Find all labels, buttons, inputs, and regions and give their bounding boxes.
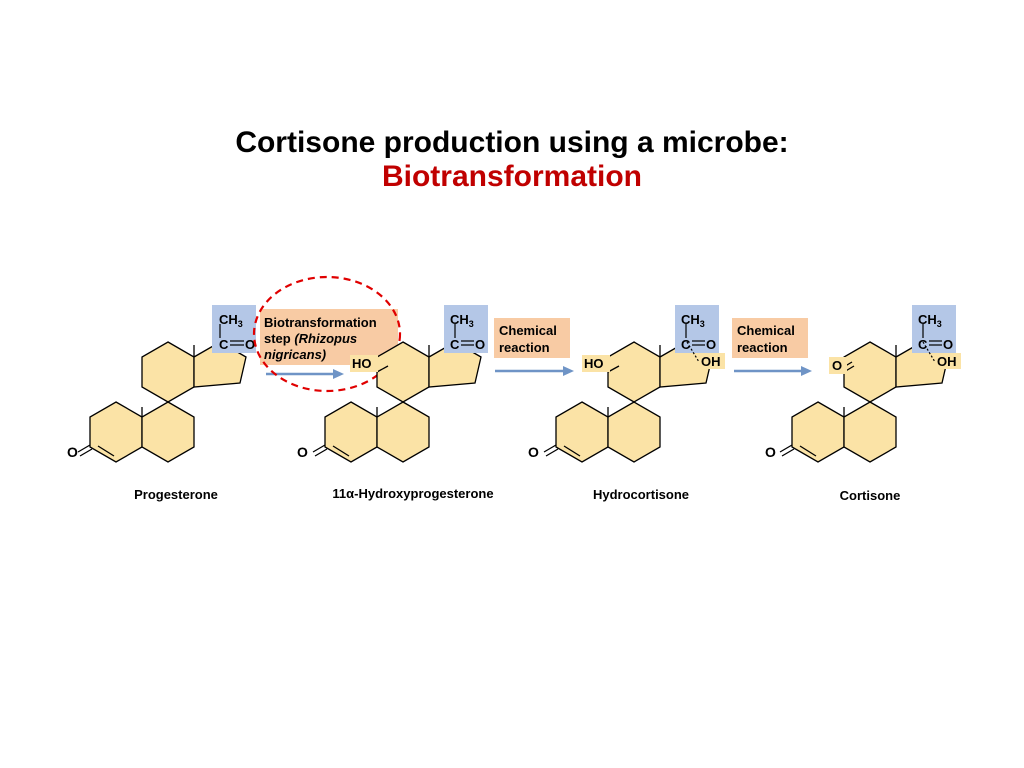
step-biotransformation: Biotransformation step (Rhizopus nigrica… (252, 275, 402, 393)
ch3-label: CH3 (219, 312, 243, 329)
carbonyl-o-label: O (706, 337, 716, 352)
hydroxyl-highlight (699, 353, 725, 369)
carbonyl-o-label: O (475, 337, 485, 352)
molecule-hydrocortisone: O HO CH3 C O OH Hydrocortisone (528, 305, 725, 502)
compound-name-cortisone: Cortisone (840, 488, 901, 503)
ho-label: HO (584, 356, 604, 371)
ketone-o-label: O (297, 444, 308, 460)
step-chemical-reaction-2: Chemical reaction (732, 318, 812, 376)
compound-name-progesterone: Progesterone (134, 487, 218, 502)
oh-label: OH (937, 354, 957, 369)
hydroxyl-highlight (350, 355, 378, 372)
step-line-2: reaction (737, 340, 788, 355)
title-line-2: Biotransformation (381, 160, 642, 193)
compound-name-11-hydroxyprogesterone: 11α-Hydroxyprogesterone (332, 486, 493, 501)
carbon-label: C (681, 337, 691, 352)
step-line-1: Chemical (499, 323, 557, 338)
ketone-highlight (829, 357, 847, 374)
step-box (732, 318, 808, 358)
ho-label: HO (352, 356, 372, 371)
c11-ketone-o-label: O (832, 358, 842, 373)
arrowhead-step-1 (333, 369, 344, 379)
step-box (494, 318, 570, 358)
ch3-label: CH3 (681, 312, 705, 329)
carbonyl-o-label: O (943, 337, 953, 352)
hydroxyl-highlight (935, 353, 961, 369)
carbon-label: C (450, 337, 460, 352)
molecule-11-hydroxyprogesterone: O HO CH3 C O 11α-Hydroxyprogesterone (297, 305, 494, 501)
compound-name-hydrocortisone: Hydrocortisone (593, 487, 689, 502)
ch3-label: CH3 (450, 312, 474, 329)
step-line-2: step (Rhizopus (264, 331, 357, 346)
step-line-2: reaction (499, 340, 550, 355)
slide-title: Cortisone production using a microbe: Bi… (0, 126, 1024, 194)
molecule-cortisone: O O CH3 C O OH Cortisone (765, 305, 961, 503)
carbon-label: C (918, 337, 928, 352)
carbonyl-o-label: O (245, 337, 255, 352)
ch3-label: CH3 (918, 312, 942, 329)
ketone-o-label: O (67, 444, 78, 460)
step-chemical-reaction-1: Chemical reaction (494, 318, 574, 376)
ketone-o-label: O (528, 444, 539, 460)
oh-label: OH (701, 354, 721, 369)
highlight-circle (252, 275, 402, 393)
carbon-label: C (219, 337, 229, 352)
step-line-1: Chemical (737, 323, 795, 338)
arrowhead-step-2 (563, 366, 574, 376)
step-line-1: Biotransformation (264, 315, 377, 330)
title-line-1: Cortisone production using a microbe: (235, 126, 789, 159)
arrowhead-step-3 (801, 366, 812, 376)
ketone-o-label: O (765, 444, 776, 460)
hydroxyl-highlight (582, 355, 610, 372)
step-line-3: nigricans) (264, 347, 326, 362)
molecule-progesterone: O CH3 C O Progesterone (67, 305, 256, 502)
